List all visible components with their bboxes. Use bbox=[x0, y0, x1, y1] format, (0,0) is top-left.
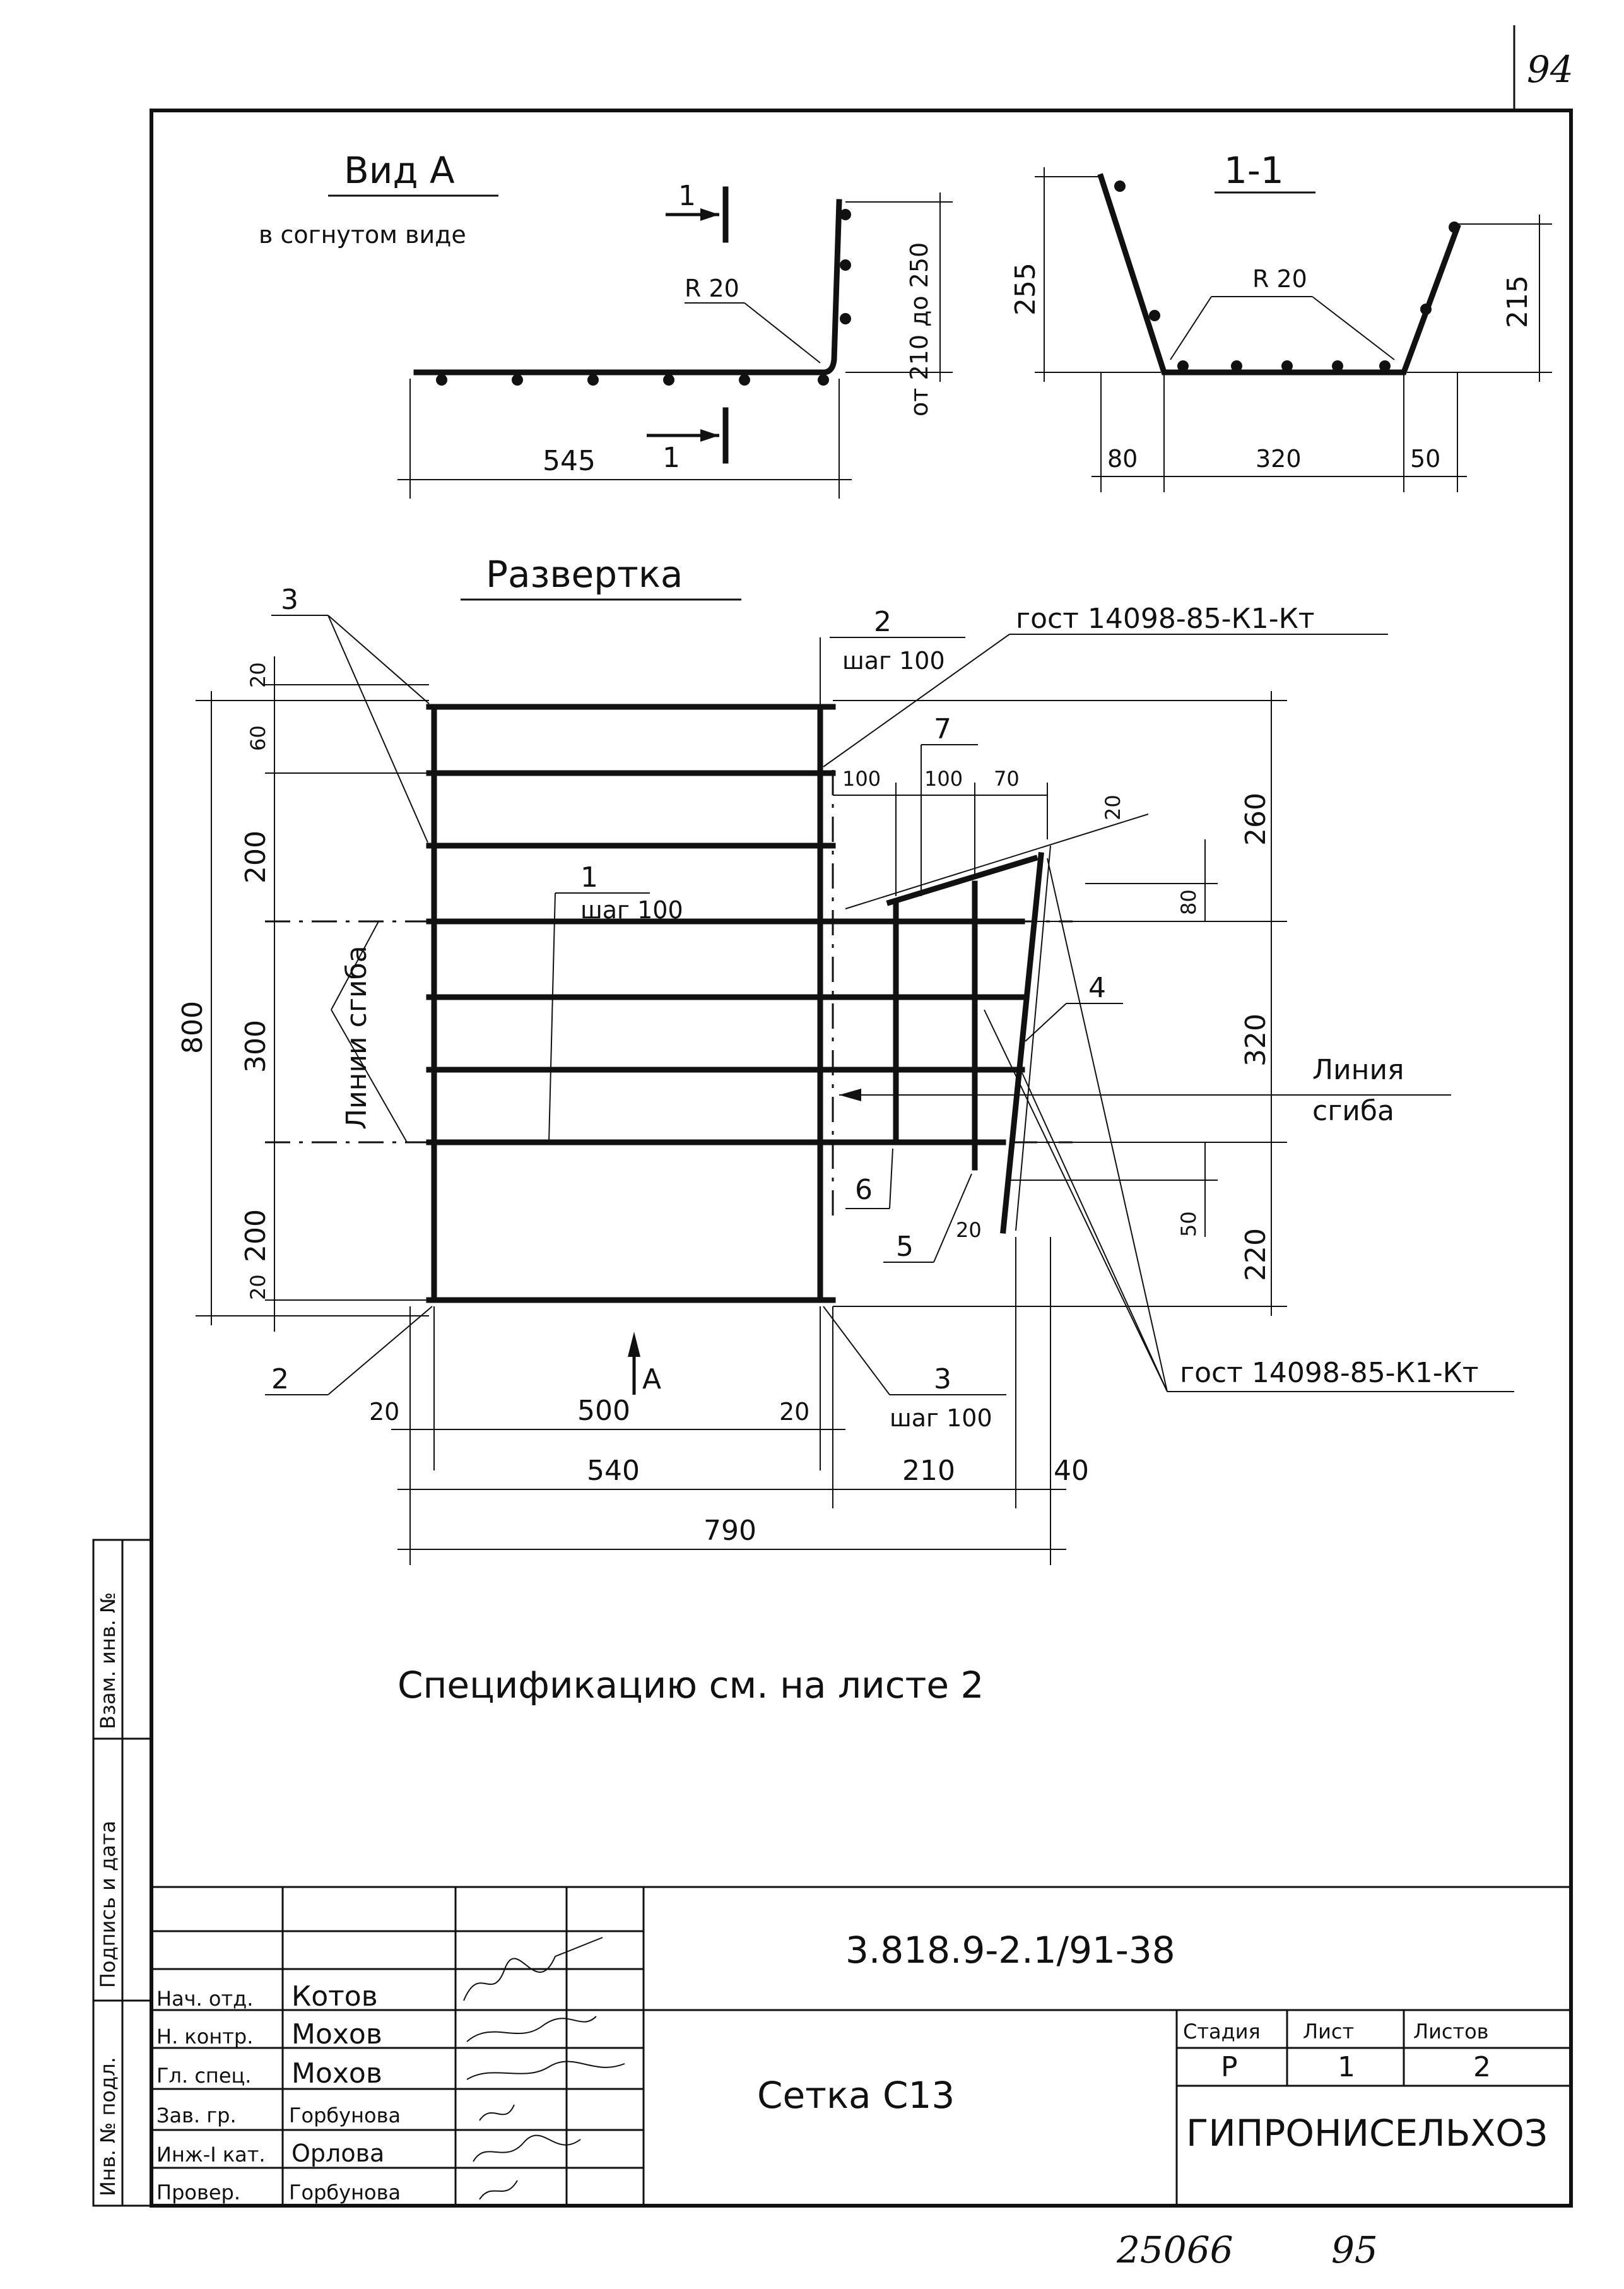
dim-bottom-row1-2: 20 bbox=[779, 1398, 809, 1426]
callout-2-step: шаг 100 bbox=[842, 647, 945, 675]
razvertka: Развертка 3 2 bbox=[177, 553, 1514, 1565]
tb-name-2: Мохов bbox=[291, 2057, 382, 2090]
section-dim-middle-width: 320 bbox=[1256, 445, 1302, 473]
section-dim-right-width: 50 bbox=[1410, 445, 1440, 473]
org-name: ГИПРОНИСЕЛЬХОЗ bbox=[1186, 2112, 1548, 2155]
callout-1: 1 bbox=[580, 861, 598, 894]
gost-top: гост 14098-85-К1-Кт bbox=[1016, 603, 1315, 635]
tb-role-1: Н. контр. bbox=[156, 2025, 253, 2049]
listov-value: 2 bbox=[1473, 2051, 1491, 2083]
tb-name-0: Котов bbox=[291, 1980, 378, 2013]
view-arrow-a: А bbox=[642, 1363, 661, 1395]
callout-4: 4 bbox=[1088, 972, 1106, 1004]
dim-total-width: 790 bbox=[703, 1515, 756, 1547]
callout-3-step: шаг 100 bbox=[890, 1404, 992, 1432]
stamp-inv-podl: Инв. № подл. bbox=[96, 2057, 120, 2196]
tb-name-1: Мохов bbox=[291, 2018, 382, 2050]
tb-role-2: Гл. спец. bbox=[156, 2064, 251, 2088]
gost-bottom: гост 14098-85-К1-Кт bbox=[1180, 1357, 1479, 1389]
section-dots bbox=[1114, 180, 1460, 372]
section-dim-left-height: 255 bbox=[1009, 263, 1042, 316]
view-a-title: Вид А bbox=[344, 149, 455, 192]
tb-role-0: Нач. отд. bbox=[156, 1987, 253, 2011]
dim-bottom-row2-0: 540 bbox=[587, 1455, 640, 1487]
callout-6: 6 bbox=[855, 1174, 873, 1206]
section-1-1: 1-1 R 20 255 215 80 320 50 bbox=[1009, 149, 1552, 492]
doc-code: 3.818.9-2.1/91-38 bbox=[845, 1929, 1175, 1972]
title-block: 3.818.9-2.1/91-38 Сетка С13 ГИПРОНИСЕЛЬХ… bbox=[151, 1886, 1571, 2206]
dim-bottom-row2-1: 210 bbox=[902, 1455, 955, 1487]
dim-right-1: 320 bbox=[1240, 1014, 1272, 1067]
dim-left-2: 200 bbox=[240, 831, 272, 884]
section-radius: R 20 bbox=[1252, 265, 1307, 293]
dim-bottom-row2-2: 40 bbox=[1054, 1455, 1089, 1487]
specification-note: Спецификацию см. на листе 2 bbox=[397, 1664, 984, 1706]
list-value: 1 bbox=[1338, 2051, 1355, 2083]
view-a-subtitle: в согнутом виде bbox=[259, 221, 466, 249]
stadiya-value: Р bbox=[1221, 2051, 1238, 2083]
inv-number: 25066 bbox=[1116, 2228, 1233, 2271]
dim-left-0: 20 bbox=[246, 662, 270, 688]
tb-role-4: Инж-I кат. bbox=[156, 2143, 266, 2167]
callout-2-top: 2 bbox=[874, 606, 891, 638]
callout-3-top: 3 bbox=[281, 584, 298, 616]
callout-5: 5 bbox=[896, 1231, 914, 1263]
section-title: 1-1 bbox=[1224, 149, 1284, 192]
dim-left-3: 300 bbox=[240, 1020, 272, 1073]
stamp-vzam: Взам. инв. № bbox=[96, 1592, 120, 1729]
dim-right-small-top: 80 bbox=[1177, 889, 1201, 915]
dim-right-0: 260 bbox=[1240, 793, 1272, 846]
view-a-bar bbox=[413, 199, 842, 376]
list-label: Лист bbox=[1303, 2020, 1354, 2044]
dim-left-4: 200 bbox=[240, 1209, 272, 1262]
sheet-number: 95 bbox=[1331, 2228, 1378, 2271]
dim-total-height: 800 bbox=[177, 1001, 209, 1054]
dim-bottom-corner: 20 bbox=[956, 1218, 982, 1242]
listov-label: Листов bbox=[1413, 2020, 1489, 2044]
tb-role-3: Зав. гр. bbox=[156, 2103, 237, 2127]
dim-right-small-bottom: 50 bbox=[1177, 1211, 1201, 1237]
callout-3-bottom: 3 bbox=[934, 1363, 951, 1395]
view-a-radius: R 20 bbox=[685, 275, 739, 302]
stadiya-label: Стадия bbox=[1183, 2020, 1261, 2044]
dim-top-right-2: 70 bbox=[994, 767, 1020, 791]
section-bar bbox=[1097, 173, 1461, 376]
tb-name-3: Горбунова bbox=[289, 2103, 401, 2127]
dim-bottom-row1-0: 20 bbox=[369, 1398, 399, 1426]
dim-left-1: 60 bbox=[246, 725, 270, 751]
stamp-podpis: Подпись и дата bbox=[96, 1821, 120, 1988]
side-stamp: Инв. № подл. Подпись и дата Взам. инв. № bbox=[92, 1539, 153, 2207]
dim-top-right-1: 100 bbox=[924, 767, 963, 791]
bend-lines-left-label: Линии сгиба bbox=[341, 945, 373, 1130]
view-a: Вид А в согнутом виде 1 R 20 от 210 до 2… bbox=[259, 149, 953, 499]
razvertka-title: Развертка bbox=[486, 553, 683, 596]
section-mark-bottom: 1 bbox=[662, 442, 680, 474]
tb-name-4: Орлова bbox=[291, 2139, 384, 2167]
bend-line-right-1: Линия bbox=[1312, 1054, 1404, 1086]
dim-top-corner: 20 bbox=[1101, 795, 1125, 820]
view-a-dim-height: от 210 до 250 bbox=[905, 242, 933, 417]
doc-name: Сетка С13 bbox=[757, 2074, 955, 2117]
dim-top-right-0: 100 bbox=[842, 767, 881, 791]
tb-name-5: Горбунова bbox=[289, 2180, 401, 2204]
signatures bbox=[463, 1937, 625, 2200]
section-dim-right-height: 215 bbox=[1502, 275, 1534, 328]
drawing-frame bbox=[150, 109, 1573, 2208]
section-mark-top: 1 bbox=[678, 180, 696, 212]
tb-role-5: Провер. bbox=[156, 2180, 240, 2204]
callout-7: 7 bbox=[934, 713, 951, 745]
bend-line-right-2: сгиба bbox=[1312, 1095, 1394, 1127]
dim-left-5: 20 bbox=[246, 1274, 270, 1300]
view-a-dots bbox=[436, 209, 851, 386]
view-a-dim-length: 545 bbox=[543, 445, 596, 477]
page-number: 94 bbox=[1527, 48, 1574, 91]
section-dim-left-width: 80 bbox=[1107, 445, 1138, 473]
dim-bottom-row1-1: 500 bbox=[577, 1395, 630, 1427]
dim-right-2: 220 bbox=[1240, 1228, 1272, 1281]
callout-2-bottom: 2 bbox=[271, 1363, 289, 1395]
callout-1-step: шаг 100 bbox=[580, 896, 683, 924]
